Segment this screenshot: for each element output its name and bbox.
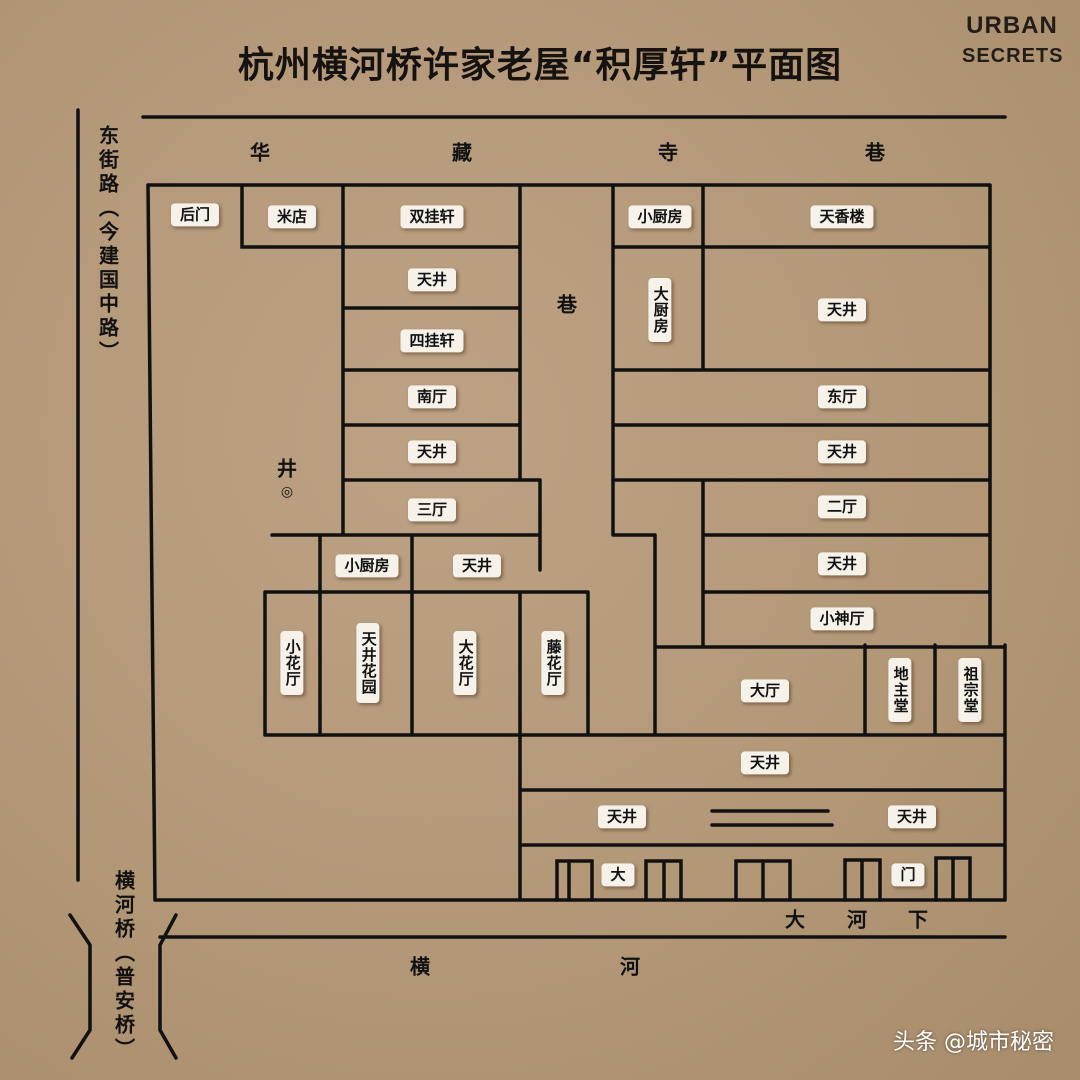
room-label: 天井 bbox=[740, 751, 790, 775]
room-label: 四挂轩 bbox=[400, 329, 464, 353]
room-label: 天井花园 bbox=[356, 623, 380, 703]
room-label: 地主堂 bbox=[888, 658, 912, 722]
street-char: 寺 bbox=[658, 140, 678, 165]
room-label: 小厨房 bbox=[628, 205, 692, 229]
room-label: 大 bbox=[601, 863, 635, 887]
street-char: 下 bbox=[908, 907, 928, 932]
street-char: 藏 bbox=[452, 140, 472, 165]
room-label: 南厅 bbox=[407, 385, 457, 409]
room-label: 双挂轩 bbox=[400, 205, 464, 229]
well-icon: ◎ bbox=[280, 484, 294, 500]
street-char: 河 bbox=[620, 954, 640, 979]
street-char: 横 bbox=[410, 954, 430, 979]
watermark: 头条 @城市秘密 bbox=[893, 1030, 1054, 1055]
street-char: 华 bbox=[250, 140, 270, 165]
room-label: 二厅 bbox=[817, 495, 867, 519]
room-label: 三厅 bbox=[407, 498, 457, 522]
street-char: 巷 bbox=[865, 140, 885, 165]
room-label: 天井 bbox=[407, 268, 457, 292]
room-label: 小厨房 bbox=[335, 554, 399, 578]
room-label: 大花厅 bbox=[453, 631, 477, 695]
room-label: 天井 bbox=[817, 440, 867, 464]
river-lines bbox=[68, 913, 1007, 1060]
room-label: 门 bbox=[891, 863, 925, 887]
urban-secrets-logo: URBAN SECRETS bbox=[962, 12, 1064, 67]
room-label: 米店 bbox=[267, 205, 317, 229]
logo-line1: URBAN bbox=[966, 12, 1058, 39]
street-char: 大 bbox=[785, 907, 805, 932]
room-label: 藤花厅 bbox=[541, 631, 565, 695]
door-symbols bbox=[555, 856, 972, 902]
room-label: 天井 bbox=[817, 552, 867, 576]
room-label: 天井 bbox=[817, 298, 867, 322]
street-char: 河 bbox=[847, 907, 867, 932]
room-label: 大厅 bbox=[740, 679, 790, 703]
room-label: 天井 bbox=[887, 805, 937, 829]
room-label: 东厅 bbox=[817, 385, 867, 409]
alley-label: 巷 bbox=[557, 292, 577, 317]
room-label: 天香楼 bbox=[810, 205, 874, 229]
well-label: 井 bbox=[277, 456, 297, 481]
bridge-label: 横河桥（普安桥） bbox=[111, 870, 136, 1062]
room-label: 天井 bbox=[597, 805, 647, 829]
logo-line2: SECRETS bbox=[962, 45, 1064, 67]
room-label: 祖宗堂 bbox=[958, 658, 982, 722]
room-label: 小神厅 bbox=[810, 607, 874, 631]
street-east-road: 东街路（今建国中路） bbox=[95, 125, 120, 365]
page-title: 杭州横河桥许家老屋“积厚轩”平面图 bbox=[237, 45, 843, 86]
room-label: 小花厅 bbox=[280, 631, 304, 695]
room-label: 后门 bbox=[170, 203, 220, 227]
walls bbox=[76, 108, 1007, 902]
room-label: 天井 bbox=[407, 440, 457, 464]
room-label: 大厨房 bbox=[648, 278, 672, 342]
room-label: 天井 bbox=[452, 554, 502, 578]
